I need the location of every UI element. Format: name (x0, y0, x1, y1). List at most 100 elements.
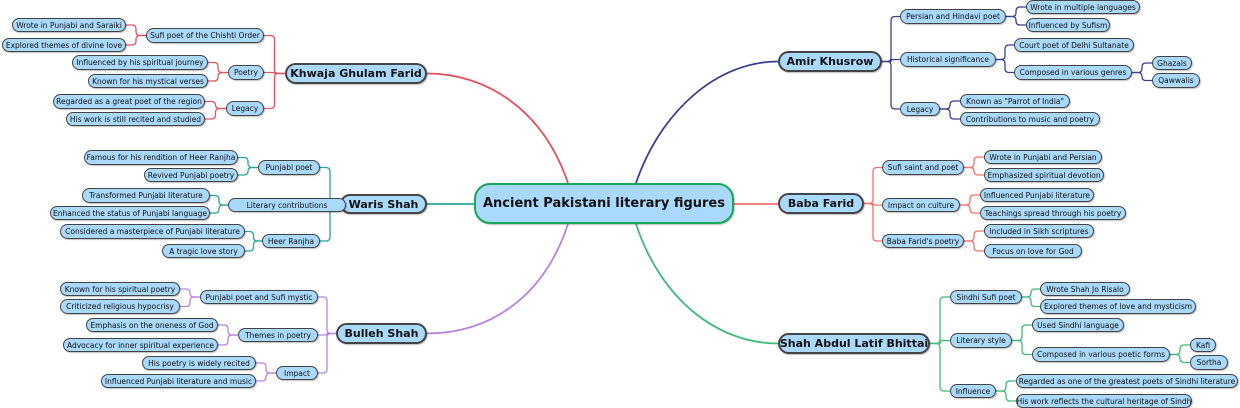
branch-amir-khusrow[interactable]: Amir Khusrow (778, 51, 882, 72)
topic-historical-significance[interactable]: Historical significance (900, 52, 996, 67)
topic-court-poet-of-delhi-sultanate[interactable]: Court poet of Delhi Sultanate (1014, 38, 1134, 52)
topic-influence[interactable]: Influence (950, 384, 996, 398)
branch-waris-shah[interactable]: Waris Shah (340, 194, 427, 214)
connector (205, 100, 226, 110)
connector (930, 296, 950, 345)
topic-themes-in-poetry[interactable]: Themes in poetry (238, 328, 318, 342)
topic-sufi-poet-of-the-chishti-order[interactable]: Sufi poet of the Chishti Order (146, 28, 264, 43)
topic-kafi[interactable]: Kafi (1190, 338, 1216, 352)
topic-explored-themes-of-divine-love[interactable]: Explored themes of divine love (2, 38, 126, 52)
topic-focus-on-love-for-god[interactable]: Focus on love for God (984, 244, 1082, 258)
topic-revived-punjabi-poetry[interactable]: Revived Punjabi poetry (144, 168, 238, 182)
connector (864, 202, 882, 242)
connector (996, 390, 1016, 402)
topic-literary-style[interactable]: Literary style (950, 333, 1012, 348)
topic-sindhi-sufi-poet[interactable]: Sindhi Sufi poet (950, 290, 1022, 304)
topic-influenced-punjabi-literature[interactable]: Influenced Punjabi literature (980, 188, 1094, 202)
topic-regarded-as-one-of-the-greatest-poets-of-sindhi-literature[interactable]: Regarded as one of the greatest poets of… (1016, 374, 1238, 388)
connector (930, 342, 950, 392)
topic-composed-in-various-poetic-forms[interactable]: Composed in various poetic forms (1032, 347, 1170, 362)
connector (1132, 62, 1152, 74)
topic-advocacy-for-inner-spiritual-experience[interactable]: Advocacy for inner spiritual experience (63, 338, 218, 352)
topic-known-as-parrot-of-india[interactable]: Known as "Parrot of India" (960, 94, 1070, 108)
topic-explored-themes-of-love-and-mysticism[interactable]: Explored themes of love and mysticism (1040, 299, 1196, 314)
connector (1012, 339, 1032, 356)
topic-influenced-by-sufism[interactable]: Influenced by Sufism (1026, 18, 1110, 32)
topic-influenced-punjabi-literature-and-music[interactable]: Influenced Punjabi literature and music (101, 374, 256, 388)
topic-wrote-in-punjabi-and-persian[interactable]: Wrote in Punjabi and Persian (984, 150, 1102, 164)
topic-poetry[interactable]: Poetry (228, 65, 264, 80)
topic-used-sindhi-language[interactable]: Used Sindhi language (1032, 318, 1124, 332)
topic-considered-a-masterpiece-of-punjabi-literature[interactable]: Considered a masterpiece of Punjabi lite… (60, 224, 245, 239)
connector (1012, 324, 1032, 342)
topic-legacy[interactable]: Legacy (226, 101, 264, 116)
connector (960, 204, 980, 214)
topic-influenced-by-his-spiritual-journey[interactable]: Influenced by his spiritual journey (72, 55, 208, 70)
branch-shah-abdul-latif-bhittai[interactable]: Shah Abdul Latif Bhittai (778, 333, 930, 354)
topic-wrote-shah-jo-risalo[interactable]: Wrote Shah Jo Risalo (1040, 282, 1130, 296)
topic-composed-in-various-genres[interactable]: Composed in various genres (1014, 65, 1132, 80)
connector (1006, 6, 1026, 18)
main-branch-connector (426, 72, 569, 184)
branch-khwaja-ghulam-farid[interactable]: Khwaja Ghulam Farid (285, 63, 427, 84)
topic-qawwalis[interactable]: Qawwalis (1152, 73, 1200, 88)
topic-regarded-as-a-great-poet-of-the-region[interactable]: Regarded as a great poet of the region (53, 94, 205, 109)
topic-known-for-his-spiritual-poetry[interactable]: Known for his spiritual poetry (60, 282, 180, 296)
connector (218, 324, 238, 336)
connector (180, 288, 200, 298)
connector (256, 372, 276, 382)
connector (210, 194, 228, 206)
topic-impact-on-culture[interactable]: Impact on culture (882, 198, 960, 212)
topic-persian-and-hindavi-poet[interactable]: Persian and Hindavi poet (900, 9, 1006, 24)
connector (964, 240, 984, 252)
branch-bulleh-shah[interactable]: Bulleh Shah (336, 323, 427, 344)
topic-wrote-in-punjabi-and-saraiki[interactable]: Wrote in Punjabi and Saraiki (12, 18, 126, 32)
main-branch-connector (426, 223, 569, 335)
topic-ghazals[interactable]: Ghazals (1152, 56, 1192, 70)
connector (245, 240, 262, 252)
topic-famous-for-his-rendition-of-heer-ranjha[interactable]: Famous for his rendition of Heer Ranjha (84, 150, 238, 165)
topic-included-in-sikh-scriptures[interactable]: Included in Sikh scriptures (984, 224, 1094, 238)
topic-baba-farid-s-poetry[interactable]: Baba Farid's poetry (882, 234, 964, 248)
topic-contributions-to-music-and-poetry[interactable]: Contributions to music and poetry (960, 112, 1100, 126)
topic-enhanced-the-status-of-punjabi-language[interactable]: Enhanced the status of Punjabi language (50, 206, 210, 220)
topic-his-work-reflects-the-cultural-heritage-of-sindh[interactable]: His work reflects the cultural heritage … (1016, 394, 1192, 408)
connector (126, 34, 146, 46)
topic-heer-ranjha[interactable]: Heer Ranjha (262, 234, 320, 248)
topic-emphasis-on-the-oneness-of-god[interactable]: Emphasis on the oneness of God (86, 318, 218, 332)
connector (208, 61, 228, 74)
connector (238, 156, 258, 169)
connector (882, 60, 900, 110)
connector (1170, 353, 1190, 364)
connector (964, 166, 984, 176)
connector (964, 156, 984, 169)
connector (940, 100, 960, 110)
topic-legacy[interactable]: Legacy (900, 102, 940, 116)
root-topic[interactable]: Ancient Pakistani literary figures (474, 183, 734, 224)
connector (318, 332, 336, 374)
connector (1170, 344, 1190, 356)
topic-impact[interactable]: Impact (276, 366, 318, 380)
branch-baba-farid[interactable]: Baba Farid (778, 193, 864, 214)
topic-his-work-is-still-recited-and-studied[interactable]: His work is still recited and studied (66, 112, 205, 126)
topic-transformed-punjabi-literature[interactable]: Transformed Punjabi literature (82, 188, 210, 203)
topic-sortha[interactable]: Sortha (1190, 355, 1228, 370)
topic-criticized-religious-hypocrisy[interactable]: Criticized religious hypocrisy (60, 299, 180, 314)
topic-punjabi-poet-and-sufi-mystic[interactable]: Punjabi poet and Sufi mystic (200, 290, 318, 304)
connector (264, 34, 285, 75)
topic-a-tragic-love-story[interactable]: A tragic love story (162, 244, 245, 258)
topic-wrote-in-multiple-languages[interactable]: Wrote in multiple languages (1026, 0, 1140, 14)
topic-literary-contributions[interactable]: Literary contributions (228, 198, 346, 212)
topic-known-for-his-mystical-verses[interactable]: Known for his mystical verses (88, 74, 208, 88)
topic-punjabi-poet[interactable]: Punjabi poet (258, 160, 320, 175)
topic-his-poetry-is-widely-recited[interactable]: His poetry is widely recited (142, 356, 256, 370)
connector (1132, 71, 1152, 82)
connector (996, 380, 1016, 392)
topic-teachings-spread-through-his-poetry[interactable]: Teachings spread through his poetry (980, 206, 1126, 220)
connector (940, 108, 960, 120)
connector (245, 230, 262, 242)
connector (218, 334, 238, 346)
topic-emphasized-spiritual-devotion[interactable]: Emphasized spiritual devotion (984, 168, 1104, 182)
topic-sufi-saint-and-poet[interactable]: Sufi saint and poet (882, 160, 964, 175)
connector (238, 166, 258, 176)
